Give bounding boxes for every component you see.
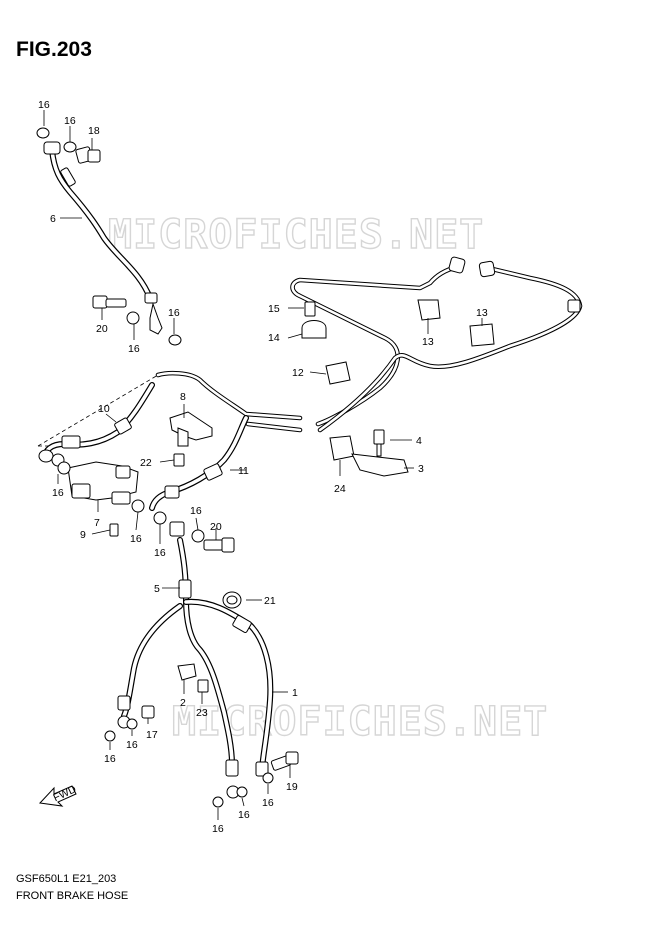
callout-16: 16 xyxy=(126,739,138,751)
washer-16-i xyxy=(104,730,116,742)
callout-14: 14 xyxy=(268,332,280,344)
callout-20: 20 xyxy=(210,521,222,533)
washer-16-k xyxy=(212,796,224,808)
callout-16: 16 xyxy=(64,115,76,127)
callout-16: 16 xyxy=(238,809,250,821)
callout-numbers: 16 16 18 6 20 16 16 15 14 13 13 12 10 8 … xyxy=(38,99,488,835)
leader-dashed-10 xyxy=(37,374,159,447)
brake-hose-6 xyxy=(43,141,163,335)
callout-19: 19 xyxy=(286,781,298,793)
clamp-14 xyxy=(301,320,327,339)
brake-pipe-upper xyxy=(155,256,583,433)
washer-16-c xyxy=(126,311,140,325)
callout-20: 20 xyxy=(96,323,108,335)
union-bolt-20-upper xyxy=(92,295,127,309)
callout-21: 21 xyxy=(264,595,276,607)
callout-13: 13 xyxy=(422,336,434,348)
washer-16-g xyxy=(153,511,167,525)
callout-4: 4 xyxy=(416,435,422,447)
washer-16-f xyxy=(131,499,145,513)
washer-16-e2 xyxy=(57,461,71,475)
callout-16: 16 xyxy=(38,99,50,111)
washer-16-h xyxy=(191,529,205,543)
callout-2: 2 xyxy=(180,697,186,709)
holder-13-left xyxy=(417,299,441,321)
watermark-upper: MICROFICHES.NET xyxy=(108,212,484,258)
callout-6: 6 xyxy=(50,213,56,225)
callout-18: 18 xyxy=(88,125,100,137)
holder-12 xyxy=(325,361,351,385)
callout-16: 16 xyxy=(128,343,140,355)
brake-hose-1 xyxy=(183,598,274,777)
washer-16-d xyxy=(168,334,182,346)
callout-11: 11 xyxy=(238,465,249,477)
washer-16-m xyxy=(262,772,274,784)
callout-8: 8 xyxy=(180,391,186,403)
brake-hose-5 xyxy=(169,521,240,799)
washer-16-l xyxy=(236,786,248,798)
callout-16: 16 xyxy=(52,487,64,499)
callout-22: 22 xyxy=(140,457,152,469)
callout-3: 3 xyxy=(418,463,424,475)
callout-16: 16 xyxy=(262,797,274,809)
union-bolt-19 xyxy=(270,751,299,771)
callout-10: 10 xyxy=(98,403,110,415)
brake-hose-11 xyxy=(149,415,249,511)
bolt-4 xyxy=(373,429,385,457)
callout-12: 12 xyxy=(292,367,304,379)
callout-24: 24 xyxy=(334,483,346,495)
bleeder-17 xyxy=(141,705,155,719)
callout-15: 15 xyxy=(268,303,280,315)
washer-16-top xyxy=(36,127,50,139)
callout-16: 16 xyxy=(168,307,180,319)
bolt-9 xyxy=(109,523,119,537)
callout-16: 16 xyxy=(130,533,142,545)
fwd-arrow: FWD xyxy=(38,783,79,807)
brake-hose-10 xyxy=(38,382,155,463)
figure-title: FIG.203 xyxy=(16,38,92,61)
callout-5: 5 xyxy=(154,583,160,595)
bolt-22 xyxy=(173,453,185,467)
callout-16: 16 xyxy=(212,823,224,835)
washer-16-j xyxy=(126,718,138,730)
model-code: GSF650L1 E21_203 xyxy=(16,873,117,885)
callout-16: 16 xyxy=(154,547,166,559)
callout-23: 23 xyxy=(196,707,208,719)
bolt-23 xyxy=(197,679,209,693)
bracket-8 xyxy=(169,411,213,447)
union-bolt-18 xyxy=(75,146,101,164)
bolt-15 xyxy=(304,301,316,317)
washer-16-top2 xyxy=(63,141,77,153)
bracket-3 xyxy=(351,453,409,477)
callout-17: 17 xyxy=(146,729,158,741)
callout-9: 9 xyxy=(80,529,86,541)
holder-24 xyxy=(329,435,355,461)
figure-caption: FRONT BRAKE HOSE xyxy=(16,890,129,902)
callout-13: 13 xyxy=(476,307,488,319)
holder-13-right xyxy=(469,323,495,347)
union-bolt-20-lower xyxy=(203,537,235,553)
watermark-lower: MICROFICHES.NET xyxy=(172,699,548,745)
callout-7: 7 xyxy=(94,517,100,529)
leader-lines xyxy=(43,110,483,820)
three-way-joint-7 xyxy=(67,461,139,505)
callout-16: 16 xyxy=(104,753,116,765)
fwd-label: FWD xyxy=(51,783,78,804)
callout-1: 1 xyxy=(292,687,298,699)
brake-hose-left-lower xyxy=(117,603,183,729)
callout-16: 16 xyxy=(190,505,202,517)
clamp-21 xyxy=(222,591,242,609)
bracket-2 xyxy=(177,663,197,681)
